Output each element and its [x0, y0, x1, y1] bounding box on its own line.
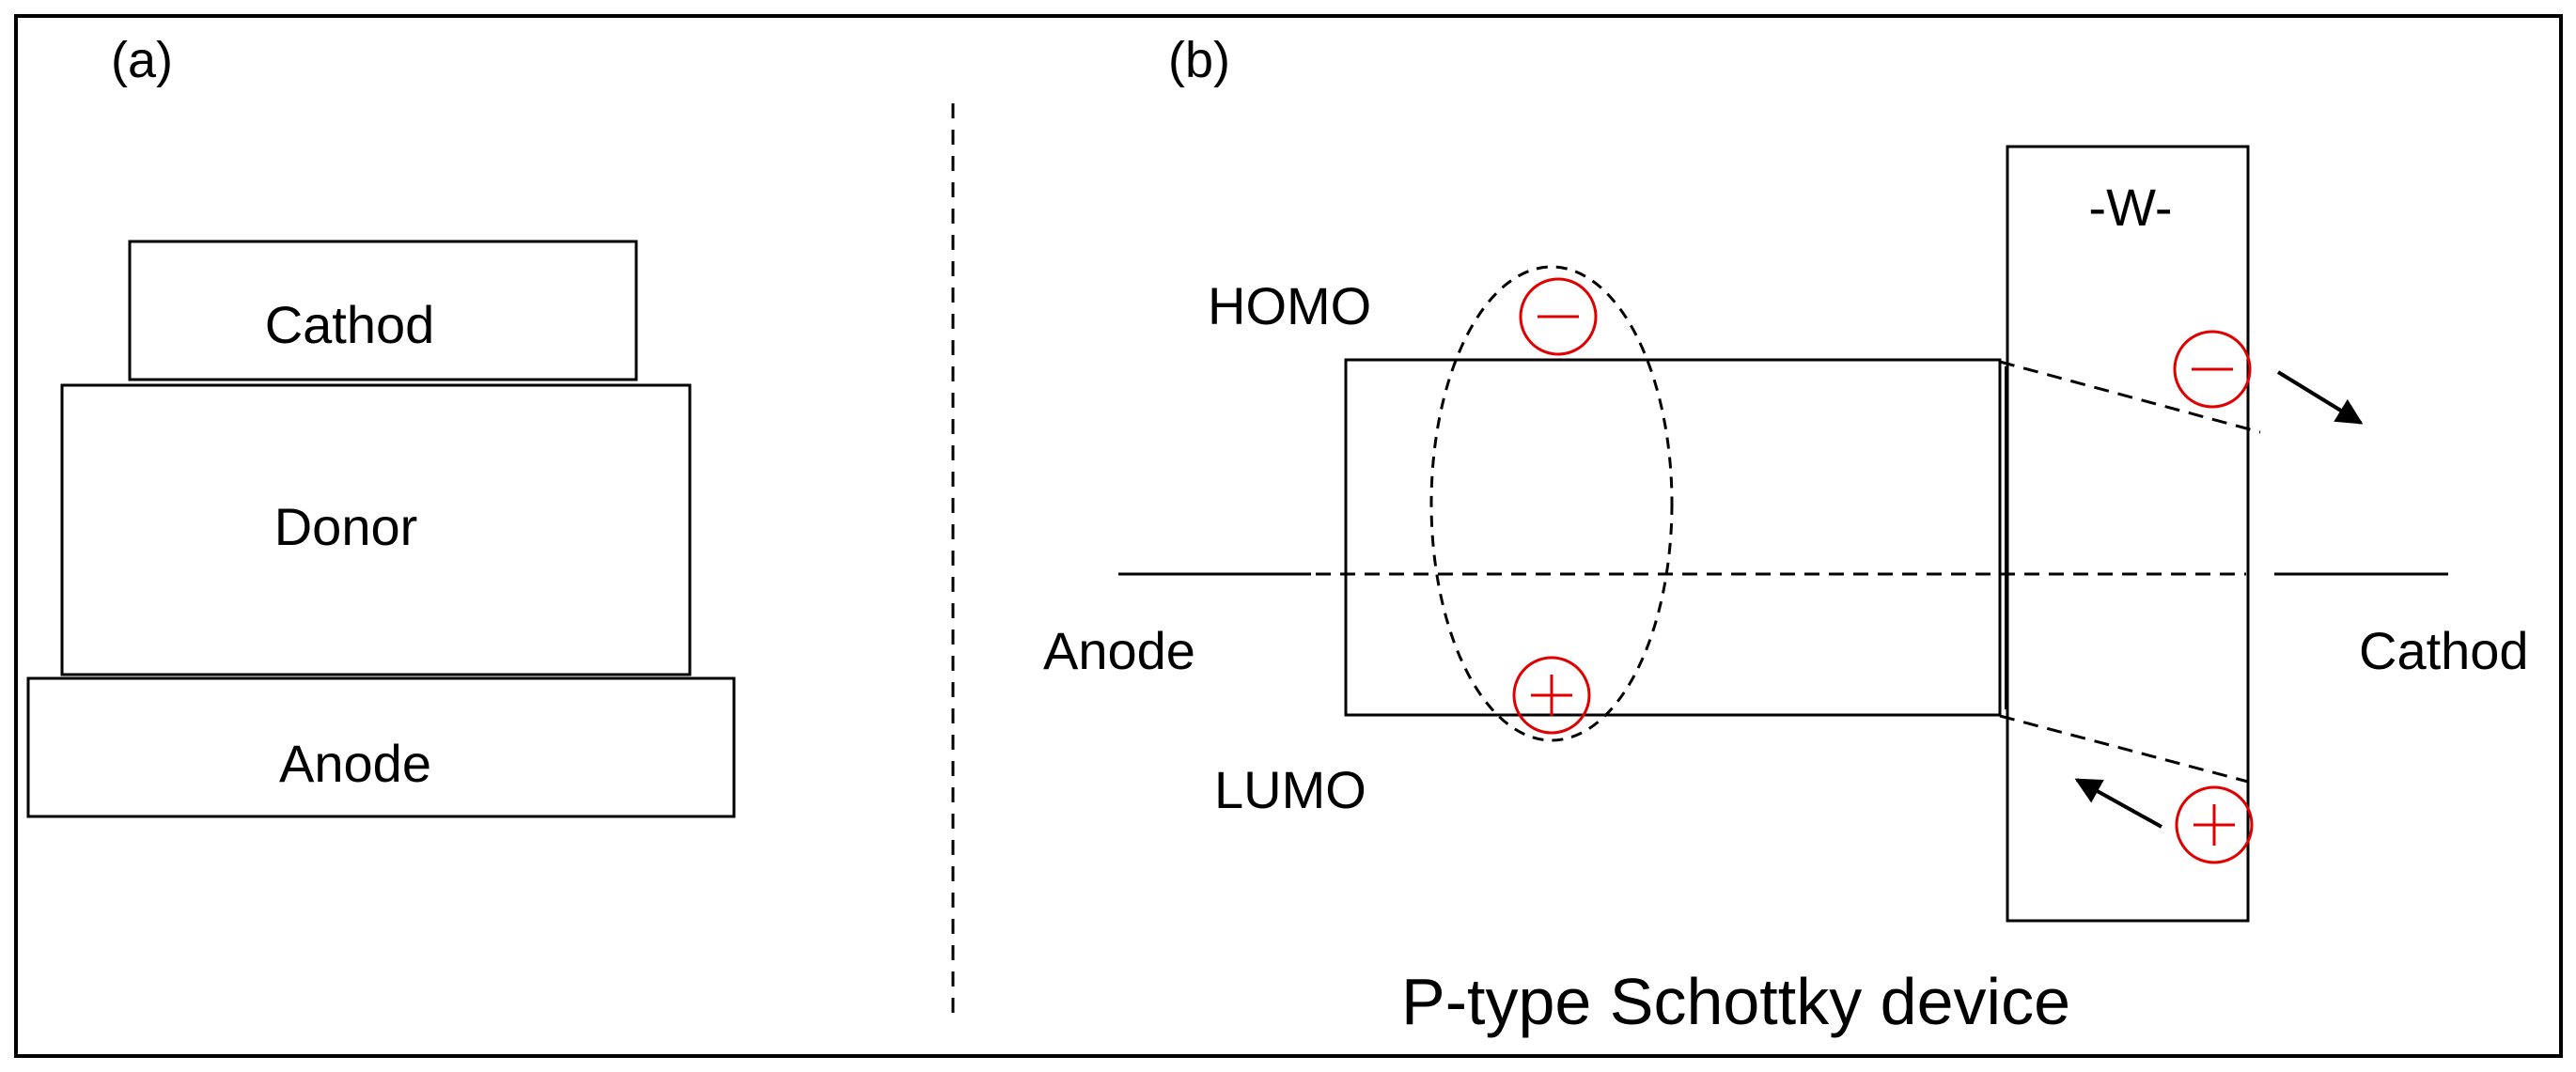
exciton-ellipse	[1429, 265, 1674, 742]
donor-band-box	[1344, 358, 2002, 717]
cathode-layer	[128, 240, 638, 381]
lumo-label: LUMO	[1214, 760, 1366, 819]
electron-minus-icon	[1519, 277, 1598, 356]
homo-band-bending	[1999, 360, 2261, 434]
anode-label: Anode	[1043, 621, 1195, 680]
donor-layer	[60, 383, 692, 676]
homo-label: HOMO	[1208, 276, 1371, 335]
cathode-label: Cathod	[2359, 621, 2529, 680]
lumo-band-bending	[1999, 714, 2249, 784]
figure-caption: P-type Schottky device	[1401, 965, 2070, 1038]
electron-minus-icon	[2173, 330, 2252, 409]
donor-layer-label: Donor	[274, 497, 418, 556]
barrier-label: -W-	[2088, 178, 2172, 237]
hole-plus-icon	[1512, 656, 1591, 735]
hole-arrow-icon	[2074, 778, 2162, 829]
anode-layer	[26, 676, 736, 818]
hole-plus-icon	[2175, 785, 2254, 864]
barrier-box	[2006, 145, 2250, 923]
panel-b-label: (b)	[1168, 32, 1230, 88]
figure-border	[14, 14, 2563, 1058]
cathode-layer-label: Cathod	[265, 295, 435, 354]
anode-layer-label: Anode	[279, 734, 431, 793]
panel-a-label: (a)	[111, 32, 173, 88]
electron-arrow-icon	[2276, 370, 2364, 425]
